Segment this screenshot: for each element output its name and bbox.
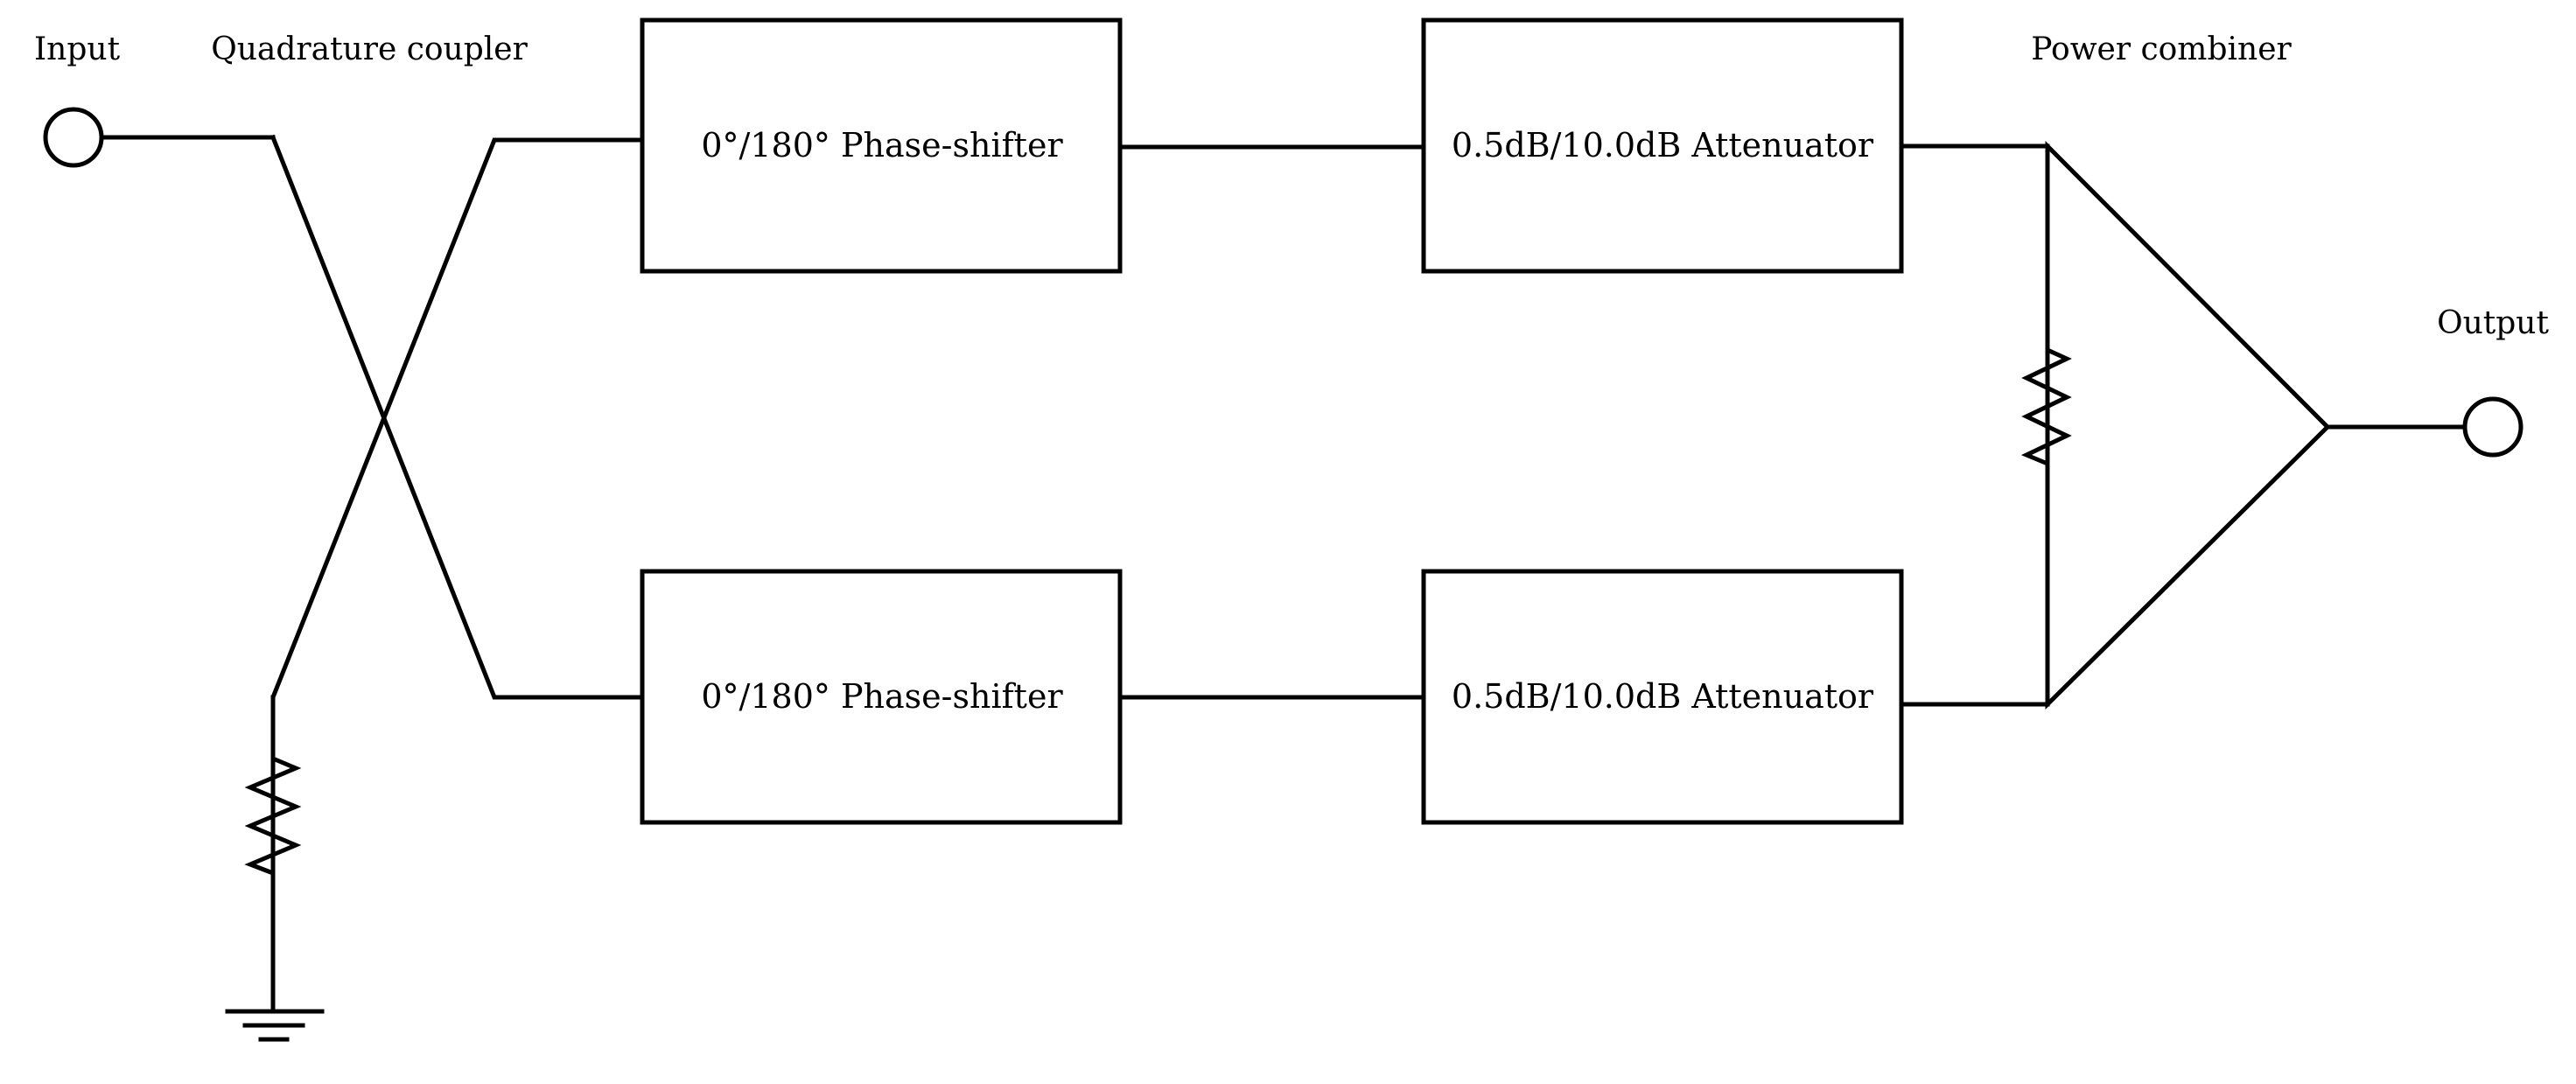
ground-icon (225, 1009, 325, 1042)
attenuator-bottom (1421, 569, 1904, 825)
attenuator-bottom-label: 0.5dB/10.0dB Attenuator (1452, 677, 1874, 716)
power-combiner (2045, 140, 2331, 710)
isolation-resistor (2020, 143, 2072, 707)
output-port (2462, 396, 2524, 458)
quadrature-coupler (270, 134, 645, 888)
input-port (43, 107, 104, 168)
phase-shifter-bottom-label: 0°/180° Phase-shifter (701, 677, 1063, 716)
termination-resistor (244, 695, 302, 1011)
phase-shifter-top-label: 0°/180° Phase-shifter (701, 126, 1063, 164)
output-label: Output (2437, 305, 2549, 341)
input-label: Input (34, 31, 121, 67)
attenuator-top-label: 0.5dB/10.0dB Attenuator (1452, 126, 1874, 164)
coupler-label: Quadrature coupler (211, 31, 528, 67)
combiner-label: Power combiner (2031, 31, 2292, 67)
